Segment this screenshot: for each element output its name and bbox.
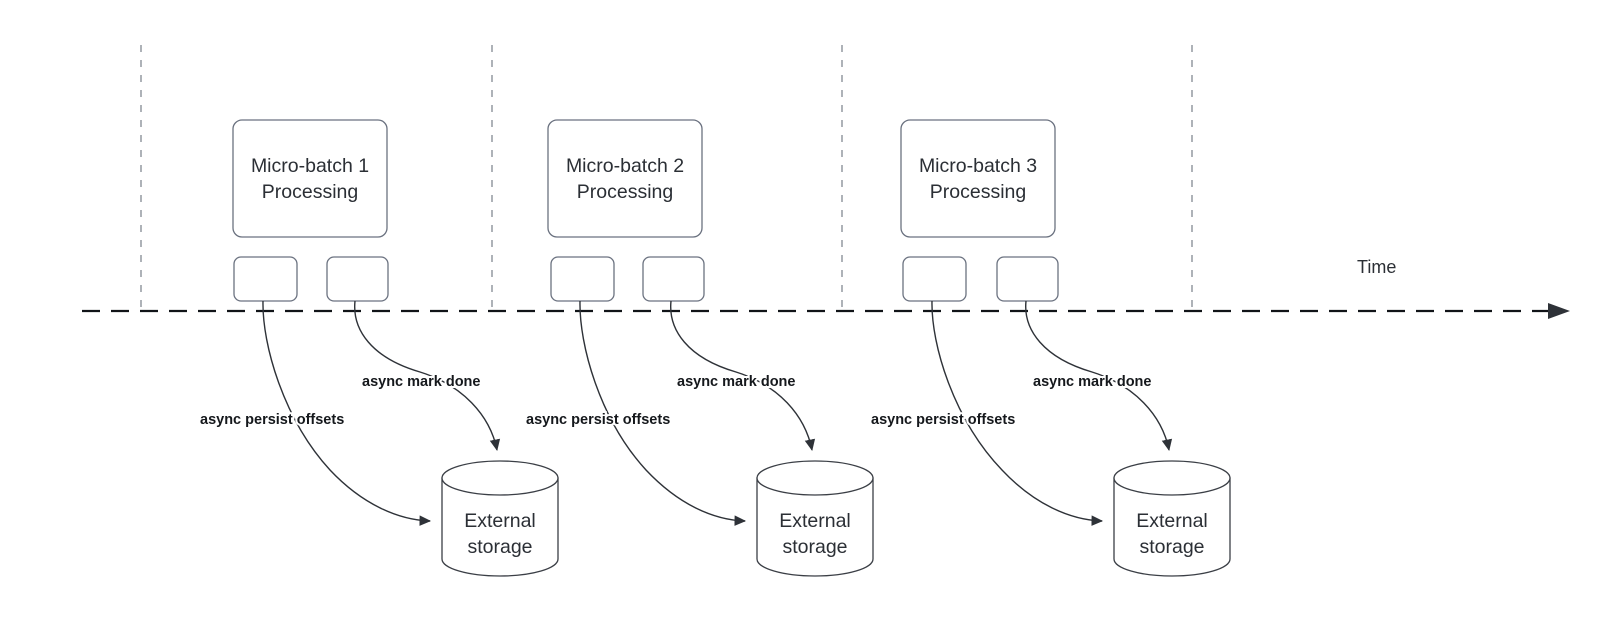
mark-done-connector-3 xyxy=(1025,300,1173,452)
mark-done-connector-1 xyxy=(354,300,501,452)
external-storage-2[interactable] xyxy=(756,460,874,577)
process-box-3[interactable] xyxy=(900,119,1056,238)
group-1 xyxy=(232,119,559,577)
external-storage-3-line2: storage xyxy=(1139,536,1204,558)
process-box-3-line2: Processing xyxy=(930,181,1026,203)
persist-offsets-task-box-2[interactable] xyxy=(550,256,615,302)
group-2 xyxy=(547,119,874,577)
mark-done-task-box-3[interactable] xyxy=(996,256,1059,302)
persist-offsets-connector-2 xyxy=(579,300,747,526)
process-box-3-line1: Micro-batch 3 xyxy=(919,155,1037,177)
group-3 xyxy=(900,119,1231,577)
process-box-1[interactable] xyxy=(232,119,388,238)
time-axis-label: Time xyxy=(1357,257,1396,277)
edge-label-mark-done-2: async mark done xyxy=(677,374,795,390)
external-storage-1-line1: External xyxy=(464,510,536,532)
external-storage-3-line1: External xyxy=(1136,510,1208,532)
external-storage-3[interactable] xyxy=(1113,460,1231,577)
process-box-1-line2: Processing xyxy=(262,181,358,203)
persist-offsets-connector-3 xyxy=(931,300,1104,526)
mark-done-task-box-1[interactable] xyxy=(326,256,389,302)
process-box-2-line2: Processing xyxy=(577,181,673,203)
mark-done-connector-2 xyxy=(670,300,816,452)
edge-label-persist-offsets-3: async persist offsets xyxy=(871,412,1015,428)
timeline-arrow-head xyxy=(1548,303,1570,319)
edge-label-persist-offsets-1: async persist offsets xyxy=(200,412,344,428)
external-storage-1-line2: storage xyxy=(467,536,532,558)
external-storage-1[interactable] xyxy=(441,460,559,577)
mark-done-task-box-2[interactable] xyxy=(642,256,705,302)
edge-label-mark-done-3: async mark done xyxy=(1033,374,1151,390)
edge-labels: async mark done async persist offsets as… xyxy=(198,372,1153,430)
timeline-axis xyxy=(82,303,1570,319)
edge-label-mark-done-1: async mark done xyxy=(362,374,480,390)
external-storage-2-line1: External xyxy=(779,510,851,532)
persist-offsets-task-box-3[interactable] xyxy=(902,256,967,302)
process-box-2-line1: Micro-batch 2 xyxy=(566,155,684,177)
external-storage-2-line2: storage xyxy=(782,536,847,558)
persist-offsets-task-box-1[interactable] xyxy=(233,256,298,302)
persist-offsets-connector-1 xyxy=(262,300,432,526)
process-box-1-line1: Micro-batch 1 xyxy=(251,155,369,177)
edge-label-persist-offsets-2: async persist offsets xyxy=(526,412,670,428)
process-box-2[interactable] xyxy=(547,119,703,238)
